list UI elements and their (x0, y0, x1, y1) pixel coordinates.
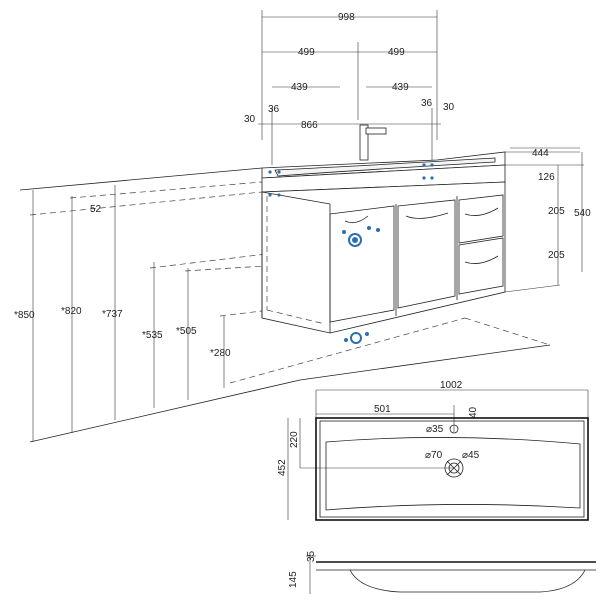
plan-width-label: 1002 (440, 380, 463, 391)
section-height-label: 145 (288, 571, 299, 588)
dim-36-left-label: 36 (268, 104, 280, 115)
dim-737-label: *737 (102, 309, 123, 320)
plan-half-label: 501 (374, 404, 391, 415)
dim-30-right-label: 30 (443, 102, 455, 113)
dim-280-label: *280 (210, 348, 231, 359)
plan-drain-outer-label: ⌀70 (425, 450, 443, 461)
dim-36-right-label: 36 (421, 98, 433, 109)
plan-tap-dia-label: ⌀35 (426, 424, 444, 435)
dim-535-label: *535 (142, 330, 163, 341)
plan-tap-offset-label: 40 (468, 406, 479, 418)
dim-540-label: 540 (574, 208, 591, 219)
basin-section-view: 35 145 (288, 550, 596, 594)
dim-439-right-label: 439 (392, 82, 409, 93)
dim-505-label: *505 (176, 326, 197, 337)
drain-point-icon (350, 332, 362, 344)
faucet (359, 124, 387, 161)
right-dimensions: 444 126 205 205 540 (504, 147, 591, 293)
top-dimensions: 998 499 499 439 439 36 36 30 866 30 (244, 10, 455, 165)
tap-hole-icon (449, 424, 459, 434)
dim-30-left-label: 30 (244, 114, 256, 125)
plan-drain-offset-label: 220 (289, 431, 300, 448)
plan-drain-inner-label: ⌀45 (462, 450, 480, 461)
dim-499-left-label: 499 (298, 47, 315, 58)
door-handle-right (405, 212, 449, 219)
plan-depth-label: 452 (277, 459, 288, 476)
dim-499-right-label: 499 (388, 47, 405, 58)
basin-plan-view: 1002 501 40 ⌀35 ⌀70 ⌀45 452 220 (277, 380, 589, 521)
dim-205-upper-label: 205 (548, 206, 565, 217)
dim-126-label: 126 (538, 172, 555, 183)
dim-998-label: 998 (338, 12, 355, 23)
dim-439-left-label: 439 (291, 82, 308, 93)
mounting-points (268, 163, 434, 344)
left-height-dimensions: *850 *820 *737 52 *535 *505 *280 (14, 185, 231, 442)
door-handle-left (344, 215, 369, 224)
basin-outline (315, 417, 589, 521)
section-rim-label: 35 (306, 550, 317, 562)
pipe-outlet-icon (348, 233, 362, 247)
drawer-handle-top (464, 207, 499, 216)
dim-820-label: *820 (61, 306, 82, 317)
dim-850-label: *850 (14, 310, 35, 321)
vanity-cabinet (261, 151, 506, 334)
dim-205-lower-label: 205 (548, 250, 565, 261)
drawer-handle-bottom (464, 255, 499, 264)
dim-444-label: 444 (532, 148, 549, 159)
dim-52-label: 52 (90, 204, 102, 215)
dim-866-label: 866 (301, 120, 318, 131)
